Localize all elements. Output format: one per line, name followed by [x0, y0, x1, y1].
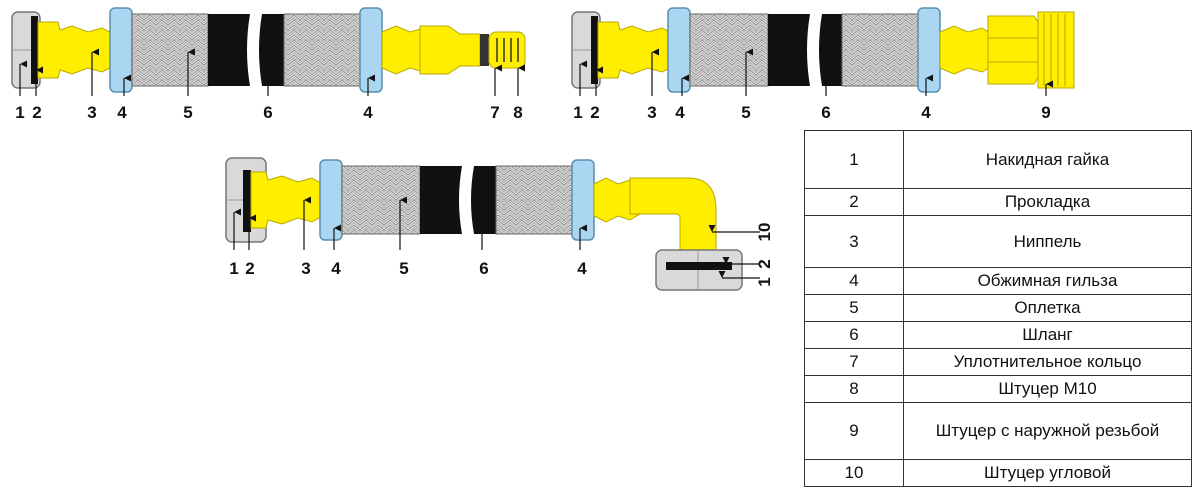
fitting-angled — [629, 177, 717, 259]
braid — [283, 13, 361, 87]
braid — [841, 13, 919, 87]
callout-label: 4 — [675, 103, 685, 122]
gasket — [591, 16, 598, 84]
legend-name: Обжимная гильза — [903, 267, 1192, 295]
crimp-sleeve — [109, 7, 133, 93]
callout-label: 8 — [513, 103, 522, 122]
callout-label: 5 — [741, 103, 750, 122]
callout-label: 3 — [647, 103, 656, 122]
crimp-sleeve — [319, 159, 343, 241]
legend-number: 6 — [804, 321, 904, 349]
fitting-male-thread — [987, 15, 1039, 85]
callout-label: 9 — [1041, 103, 1050, 122]
nipple — [597, 21, 679, 79]
callout-label: 2 — [32, 103, 41, 122]
legend-row: 4 Обжимная гильза — [804, 267, 1192, 295]
legend-table: 1 Накидная гайка 2 Прокладка 3 Ниппель 4… — [804, 130, 1192, 487]
callout-label: 5 — [399, 259, 408, 278]
legend-number: 4 — [804, 267, 904, 295]
hose — [259, 14, 284, 86]
legend-name: Накидная гайка — [903, 130, 1192, 189]
crimp-sleeve — [667, 7, 691, 93]
legend-row: 2 Прокладка — [804, 188, 1192, 216]
hose — [768, 14, 810, 86]
legend-number: 2 — [804, 188, 904, 216]
legend-name: Прокладка — [903, 188, 1192, 216]
legend-name: Уплотнительное кольцо — [903, 348, 1192, 376]
callout-label: 1 — [229, 259, 238, 278]
legend-name: Ниппель — [903, 215, 1192, 268]
callout-label: 1 — [755, 277, 774, 286]
callout-label: 6 — [821, 103, 830, 122]
legend-number: 9 — [804, 402, 904, 460]
nipple — [939, 25, 993, 75]
hose — [819, 14, 842, 86]
gasket — [666, 262, 732, 270]
o-ring — [480, 34, 489, 66]
hose — [471, 166, 496, 234]
callout-label: 7 — [490, 103, 499, 122]
legend-number: 5 — [804, 294, 904, 322]
callout-label: 4 — [117, 103, 127, 122]
nipple — [37, 21, 119, 79]
callout-label: 2 — [245, 259, 254, 278]
hose — [208, 14, 250, 86]
legend-name: Штуцер с наружной резьбой — [903, 402, 1192, 460]
nipple — [250, 171, 327, 229]
assembly-m10: 1 2 3 4 5 6 4 7 8 — [11, 7, 526, 122]
legend-number: 1 — [804, 130, 904, 189]
callout-label: 4 — [363, 103, 373, 122]
gasket — [243, 170, 251, 232]
callout-label: 4 — [331, 259, 341, 278]
crimp-sleeve — [359, 7, 383, 93]
legend-number: 8 — [804, 375, 904, 403]
assembly-angled: 1 2 3 4 5 6 4 10 1 2 — [225, 157, 774, 291]
fitting-body — [419, 25, 481, 75]
braid — [131, 13, 209, 87]
legend-name: Штуцер М10 — [903, 375, 1192, 403]
legend-number: 3 — [804, 215, 904, 268]
callout-label: 2 — [755, 259, 774, 268]
legend-row: 3 Ниппель — [804, 215, 1192, 268]
callout-label: 3 — [301, 259, 310, 278]
braid — [495, 165, 573, 235]
crimp-sleeve — [571, 159, 595, 241]
legend-row: 5 Оплетка — [804, 294, 1192, 322]
legend-number: 10 — [804, 459, 904, 487]
callout-label: 4 — [921, 103, 931, 122]
assembly-male-thread: 1 2 3 4 5 6 4 9 — [571, 7, 1075, 122]
legend-row: 6 Шланг — [804, 321, 1192, 349]
callout-label: 6 — [479, 259, 488, 278]
fitting-m10 — [488, 31, 526, 69]
legend-row: 8 Штуцер М10 — [804, 375, 1192, 403]
callout-label: 2 — [590, 103, 599, 122]
legend-row: 1 Накидная гайка — [804, 130, 1192, 189]
callout-label: 1 — [15, 103, 24, 122]
callout-label: 5 — [183, 103, 192, 122]
callout-label: 1 — [573, 103, 582, 122]
crimp-sleeve — [917, 7, 941, 93]
legend-row: 7 Уплотнительное кольцо — [804, 348, 1192, 376]
callout-label: 6 — [263, 103, 272, 122]
hose — [420, 166, 462, 234]
callout-label: 3 — [87, 103, 96, 122]
gasket — [31, 16, 38, 84]
callout-label: 4 — [577, 259, 587, 278]
callout-label: 10 — [755, 223, 774, 242]
legend-name: Штуцер угловой — [903, 459, 1192, 487]
legend-row: 9 Штуцер с наружной резьбой — [804, 402, 1192, 460]
legend-number: 7 — [804, 348, 904, 376]
legend-name: Шланг — [903, 321, 1192, 349]
legend-row: 10 Штуцер угловой — [804, 459, 1192, 487]
braid — [341, 165, 421, 235]
braid — [689, 13, 769, 87]
legend-name: Оплетка — [903, 294, 1192, 322]
